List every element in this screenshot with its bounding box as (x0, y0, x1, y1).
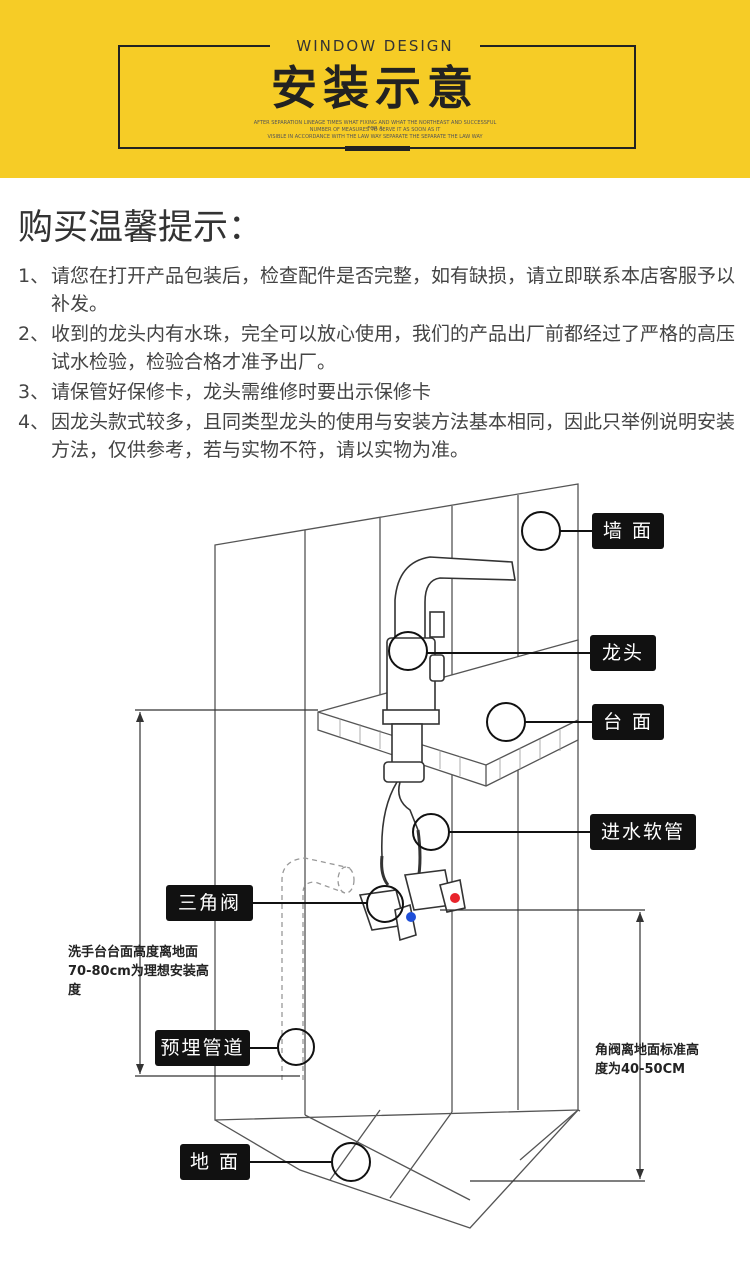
label-counter: 台 面 (592, 704, 664, 740)
label-faucet: 龙头 (590, 635, 656, 671)
tip-item: 4、因龙头款式较多，且同类型龙头的使用与安装方法基本相同，因此只举例说明安装方法… (18, 408, 738, 464)
tips-list: 1、请您在打开产品包装后，检查配件是否完整，如有缺损，请立即联系本店客服予以补发… (18, 262, 738, 466)
installation-diagram (135, 483, 645, 1229)
label-embedded-pipe: 预埋管道 (155, 1030, 250, 1066)
label-inlet-hose: 进水软管 (590, 814, 696, 850)
label-floor: 地 面 (180, 1144, 250, 1180)
tip-number: 1、 (18, 265, 50, 287)
callout-circle-floor (331, 1142, 371, 1182)
tip-number: 2、 (18, 323, 50, 345)
banner-title: 安装示意 (271, 61, 479, 115)
tip-item: 1、请您在打开产品包装后，检查配件是否完整，如有缺损，请立即联系本店客服予以补发… (18, 262, 738, 318)
faucet-drawing (380, 556, 516, 857)
banner-subtitle: WINDOW DESIGN (296, 37, 454, 55)
cold-indicator (406, 912, 416, 922)
fine-print-line: NUMBER OF MEASURES TO SERVE IT AS SOON A… (309, 127, 441, 133)
callout-circle-faucet (388, 631, 428, 671)
valve-height-note: 角阀离地面标准高度为40-50CM (595, 1043, 700, 1077)
hot-indicator (450, 893, 460, 903)
header-banner: WINDOW DESIGN 安装示意 AFTER SEPARATION LINE… (0, 0, 750, 178)
embedded-pipe (281, 857, 355, 1080)
tip-text: 请保管好保修卡，龙头需维修时要出示保修卡 (51, 381, 432, 403)
inlet-hose (380, 855, 390, 886)
tips-heading: 购买温馨提示： (18, 208, 264, 248)
tip-text: 因龙头款式较多，且同类型龙头的使用与安装方法基本相同，因此只举例说明安装方法，仅… (51, 411, 736, 461)
tip-number: 3、 (18, 381, 50, 403)
tip-text: 收到的龙头内有水珠，完全可以放心使用，我们的产品出厂前都经过了严格的高压试水检验… (51, 323, 736, 373)
tip-text: 请您在打开产品包装后，检查配件是否完整，如有缺损，请立即联系本店客服予以补发。 (51, 265, 736, 315)
label-wall: 墙 面 (592, 513, 664, 549)
tip-item: 2、收到的龙头内有水珠，完全可以放心使用，我们的产品出厂前都经过了严格的高压试水… (18, 320, 738, 376)
fine-print-line: VISIBLE IN ACCORDANCE WITH THE LAW WAY S… (267, 134, 483, 140)
tip-number: 4、 (18, 411, 50, 433)
tip-item: 3、请保管好保修卡，龙头需维修时要出示保修卡 (18, 378, 738, 406)
title-underline (345, 146, 410, 151)
wall-panel (214, 483, 579, 1121)
floor-outline (214, 1109, 579, 1229)
label-angle-valve: 三角阀 (166, 885, 253, 921)
counter-height-note: 洗手台台面高度离地面70-80cm为理想安装高度 (68, 945, 209, 998)
fine-print-line: AFTER SEPARATION LINEAGE TIMES WHAT FIXI… (253, 120, 497, 132)
